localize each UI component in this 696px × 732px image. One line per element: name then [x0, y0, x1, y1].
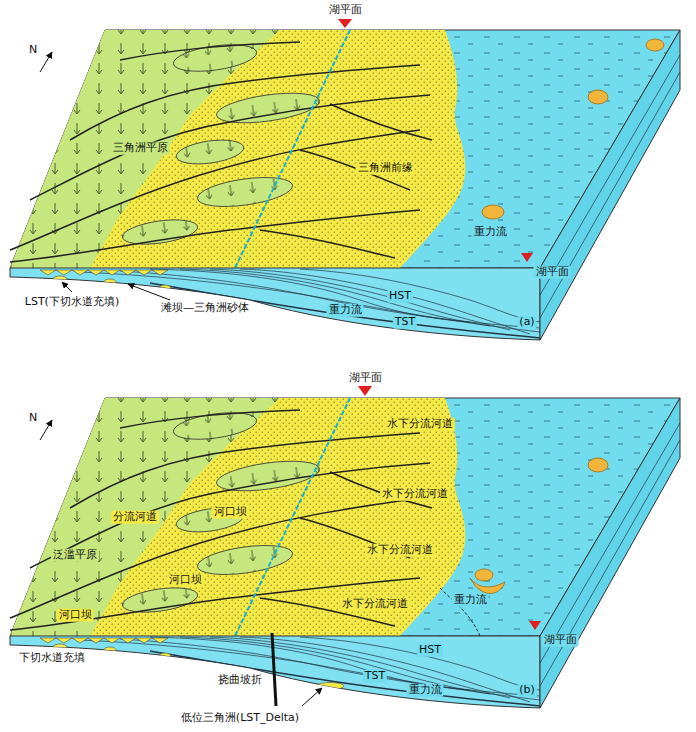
label-text: 河口坝	[167, 574, 204, 587]
label-text: LST(下切水道充填)	[23, 296, 121, 309]
label-text: N	[27, 44, 39, 57]
leader-arrow	[128, 284, 170, 300]
lake-level-mark	[358, 386, 372, 396]
label-text: TST	[363, 670, 387, 683]
label-text: 低位三角洲(LST_Delta)	[179, 712, 301, 725]
leader-arrow	[302, 688, 322, 706]
gravity-flow-body	[646, 39, 664, 51]
label-text: 重力流	[407, 684, 444, 697]
label-text: 滩坝—三角洲砂体	[159, 302, 251, 315]
label-text: 挠曲坡折	[216, 674, 264, 687]
leader-arrow	[62, 282, 72, 292]
label-text: 湖平面	[542, 634, 579, 647]
lowstand-delta-body	[316, 683, 344, 690]
label-text: (a)	[517, 316, 536, 329]
label-text: 湖平面	[347, 372, 384, 385]
block	[10, 30, 680, 340]
label-text: 分流河道	[111, 511, 159, 524]
label-text: 水下分流河道	[340, 598, 410, 611]
label-text: TST	[393, 316, 417, 329]
label-text: (b)	[517, 684, 537, 697]
label-text: 河口坝	[57, 609, 94, 622]
panel-a	[10, 19, 680, 340]
label-text: 水下分流河道	[385, 418, 455, 431]
label-text: 重力流	[472, 226, 509, 239]
flexure-break	[272, 633, 276, 706]
label-text: 重力流	[327, 304, 364, 317]
north-arrow	[40, 52, 52, 72]
panel-b	[10, 386, 680, 708]
label-text: HST	[387, 290, 413, 303]
label-text: N	[27, 412, 39, 425]
gravity-flow-body	[475, 569, 493, 581]
lake-level-mark	[521, 253, 533, 262]
block	[10, 398, 680, 708]
label-text: 水下分流河道	[365, 544, 435, 557]
gravity-flow-body	[482, 205, 504, 219]
label-text: 水下分流河道	[380, 488, 450, 501]
label-text: 湖平面	[327, 4, 364, 17]
label-text: 湖平面	[534, 266, 571, 279]
label-text: 泛滥平原	[51, 549, 99, 562]
north-arrow	[40, 420, 52, 440]
label-text: HST	[417, 644, 443, 657]
label-text: 重力流	[452, 594, 489, 607]
label-text: 河口坝	[212, 506, 249, 519]
lake-level-mark	[529, 621, 541, 630]
label-text: 三角洲前缘	[356, 162, 415, 175]
label-text: 下切水道充填	[17, 652, 87, 665]
lake-level-mark	[338, 19, 352, 28]
label-text: 三角洲平原	[111, 142, 170, 155]
